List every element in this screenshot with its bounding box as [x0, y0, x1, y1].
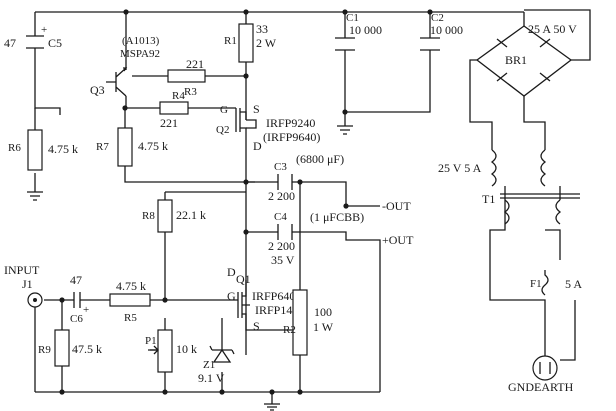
r8-ref: R8	[142, 210, 155, 222]
c6-plus: +	[83, 304, 89, 316]
c2-value: 10 000	[430, 23, 463, 37]
resistor-r6: R6 4.75 k	[8, 108, 78, 201]
q1-pin-d: D	[227, 265, 236, 279]
resistor-r4: R4 221	[159, 90, 189, 130]
q2-alt: (IRFP9640)	[263, 130, 320, 144]
transistor-q3: Q3 (A1013) MSPA92	[90, 35, 160, 97]
c4-ref: C4	[274, 211, 287, 223]
earth-plug: GNDEARTH	[508, 355, 574, 394]
r8-value: 22.1 k	[176, 208, 206, 222]
q3-alt: (A1013)	[122, 35, 160, 47]
c5-plus: +	[41, 24, 47, 36]
q2-ref: Q2	[216, 124, 229, 136]
c3-value: 2 200	[268, 189, 295, 203]
transformer-t1: 25 V 5 A T1	[438, 149, 580, 225]
c6-value: 47	[70, 273, 82, 287]
c1-ref: C1	[346, 12, 359, 24]
zener-z1: Z1 9.1 V	[198, 340, 235, 385]
gnd-earth-label: GNDEARTH	[508, 380, 574, 394]
resistor-r2: R2 100 1 W	[283, 289, 334, 356]
mosfet-q2: Q2 G S D IRFP9240 (IRFP9640)	[216, 102, 320, 153]
br1-rating: 25 A 50 V	[528, 22, 577, 36]
c4-voltage: 35 V	[271, 253, 295, 267]
r1-value: 33	[256, 22, 268, 36]
capacitor-c3: C3 2 200 (6800 μF)	[268, 152, 344, 203]
q1-part: IRFP640	[252, 289, 295, 303]
r7-value: 4.75 k	[138, 139, 168, 153]
wires	[34, 9, 591, 404]
c5-value: 47	[4, 36, 16, 50]
resistor-r8: R8 22.1 k	[142, 199, 206, 233]
f1-ref: F1	[530, 278, 542, 290]
q2-pin-d: D	[253, 139, 262, 153]
junction-dots	[59, 9, 433, 395]
q3-ref: Q3	[90, 83, 105, 97]
r5-ref: R5	[124, 312, 137, 324]
j1-ref: J1	[22, 277, 33, 291]
c6-ref: C6	[70, 313, 83, 325]
r7-ref: R7	[96, 141, 109, 153]
r6-ref: R6	[8, 142, 21, 154]
c2-ref: C2	[431, 12, 444, 24]
q1-pin-g: G	[227, 289, 236, 303]
p1-ref: P1	[145, 335, 157, 347]
z1-ref: Z1	[203, 359, 215, 371]
q2-pin-g: G	[220, 104, 228, 116]
bridge-rectifier-br1: 25 A 50 V BR1	[475, 22, 577, 97]
c4-note: (1 μFCBB)	[310, 210, 364, 224]
mosfet-q1: Q1 D G S IRFP640 IRFP140	[227, 265, 298, 333]
ground-symbol	[264, 403, 280, 411]
resistor-r7: R7 4.75 k	[96, 127, 168, 167]
c3-note: (6800 μF)	[296, 152, 344, 166]
c5-ref: C5	[48, 36, 62, 50]
c3-ref: C3	[274, 161, 287, 173]
r2-value: 100	[314, 305, 332, 319]
r5-value: 4.75 k	[116, 279, 146, 293]
r3-value: 221	[186, 57, 204, 71]
r3-ref: R3	[184, 86, 197, 98]
r2-power: 1 W	[313, 320, 334, 334]
fuse-f1: F1 5 A	[530, 270, 582, 296]
r9-ref: R9	[38, 344, 51, 356]
q3-part: MSPA92	[120, 48, 160, 60]
c4-value: 2 200	[268, 239, 295, 253]
out-neg-label: -OUT	[382, 199, 411, 213]
capacitor-c2: C2 10 000	[420, 12, 463, 51]
r9-value: 47.5 k	[72, 342, 102, 356]
capacitor-c4: C4 2 200 35 V (1 μFCBB)	[268, 210, 364, 267]
r2-ref: R2	[283, 324, 296, 336]
q2-pin-s: S	[253, 102, 260, 116]
c1-value: 10 000	[349, 23, 382, 37]
z1-value: 9.1 V	[198, 371, 225, 385]
q2-part: IRFP9240	[266, 116, 315, 130]
r1-power: 2 W	[256, 36, 277, 50]
resistor-r1: R1 33 2 W	[224, 22, 277, 63]
input-jack-j1: INPUT J1	[4, 263, 43, 308]
r4-ref: R4	[172, 90, 185, 102]
q1-pin-s: S	[253, 319, 260, 333]
r1-ref: R1	[224, 35, 237, 47]
q1-alt: IRFP140	[255, 303, 298, 317]
t1-ref: T1	[482, 192, 495, 206]
input-label: INPUT	[4, 263, 40, 277]
capacitor-c1: C1 10 000	[335, 12, 382, 135]
out-pos-label: +OUT	[382, 233, 414, 247]
resistor-r5: 4.75 k R5	[109, 279, 151, 324]
br1-ref: BR1	[505, 53, 527, 67]
r6-value: 4.75 k	[48, 142, 78, 156]
t1-rating: 25 V 5 A	[438, 161, 482, 175]
p1-value: 10 k	[176, 342, 197, 356]
f1-rating: 5 A	[565, 277, 582, 291]
output-terminals: -OUT +OUT	[382, 199, 414, 247]
capacitor-c5: 47 + C5	[4, 24, 62, 50]
r4-value: 221	[160, 116, 178, 130]
resistor-r9: R9 47.5 k	[38, 329, 102, 367]
resistor-r3: 221 R3	[167, 57, 206, 98]
potentiometer-p1: P1 10 k	[145, 329, 197, 373]
capacitor-c6: 47 + C6	[70, 273, 89, 325]
q1-ref: Q1	[236, 272, 251, 286]
